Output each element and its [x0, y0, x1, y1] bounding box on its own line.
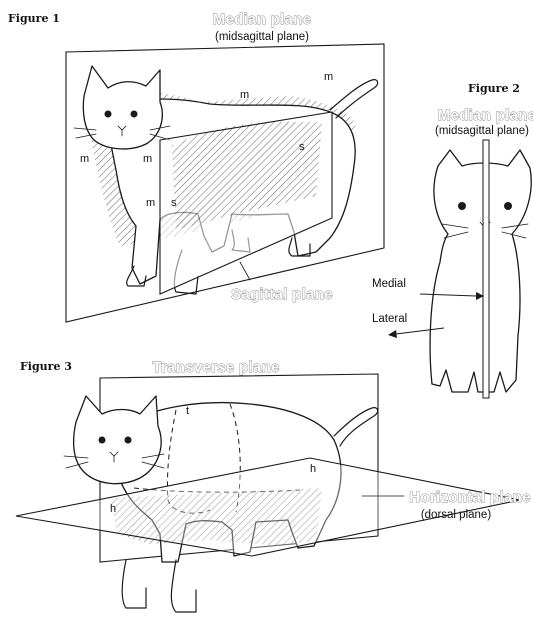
- figure-2-title: Figure 2: [468, 82, 520, 95]
- figure-1-median-plane-label: Median plane: [213, 11, 312, 28]
- mark-t: t: [186, 405, 189, 417]
- figure-2-median-plane: [483, 140, 489, 398]
- figure-2: Figure 2 Median plane (midsagittal plane…: [372, 82, 533, 398]
- figure-1-title: Figure 1: [8, 12, 60, 25]
- figure-1-median-plane-sublabel: (midsagittal plane): [215, 31, 309, 43]
- horizontal-plane-sublabel: (dorsal plane): [421, 509, 491, 521]
- figure-3: Figure 3 Transverse plane t: [16, 359, 531, 612]
- mark-h-1: h: [310, 463, 316, 475]
- mark-m-2: m: [143, 153, 152, 165]
- figure-3-title: Figure 3: [20, 360, 72, 373]
- figure-2-median-plane-sublabel: (midsagittal plane): [435, 125, 529, 137]
- mark-m-4: m: [240, 89, 249, 101]
- figure-1: Figure 1 Median plane (midsagittal plane…: [8, 11, 384, 322]
- horizontal-plane-label: Horizontal plane: [409, 489, 530, 506]
- mark-s-2: s: [299, 141, 305, 153]
- lateral-label: Lateral: [372, 313, 407, 325]
- medial-label: Medial: [372, 278, 406, 290]
- transverse-plane-label: Transverse plane: [152, 359, 279, 376]
- mark-m-1: m: [80, 153, 89, 165]
- figure-2-median-plane-label: Median plane: [438, 107, 533, 124]
- cat-figure-2: [430, 150, 531, 392]
- mark-h-2: h: [110, 503, 116, 515]
- mark-m-3: m: [146, 197, 155, 209]
- mark-s-1: s: [171, 197, 177, 209]
- mark-m-5: m: [324, 71, 333, 83]
- sagittal-plane-label: Sagittal plane: [231, 286, 333, 303]
